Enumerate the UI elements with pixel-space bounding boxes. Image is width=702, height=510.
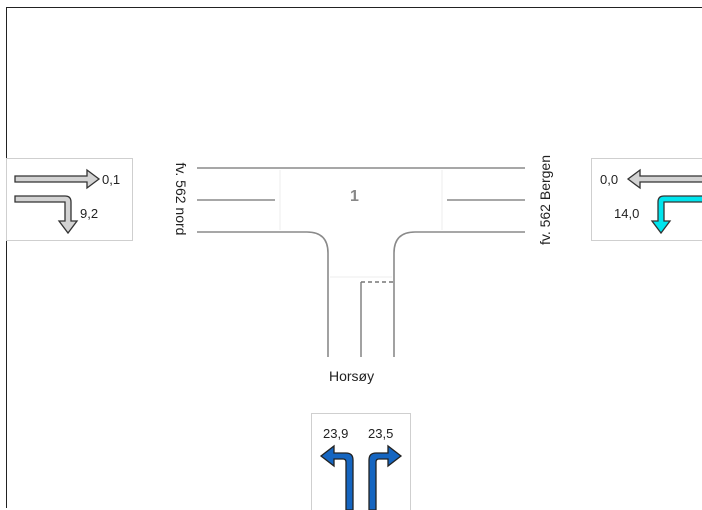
approach-panel-west: 0,1 9,2 [6, 158, 133, 241]
right-turn-arrow-icon [368, 444, 403, 510]
road-label-west: fv. 562 nord [173, 162, 189, 236]
approach-panel-south: 23,9 23,5 [311, 413, 411, 510]
straight-arrow-icon [14, 168, 101, 190]
east-turn-arrows [626, 168, 702, 235]
diagram-frame [6, 7, 702, 508]
south-right-value: 23,5 [368, 426, 394, 441]
intersection-node-id: 1 [350, 188, 359, 205]
road-label-south: Horsøy [329, 368, 375, 384]
west-right-value: 9,2 [80, 206, 99, 221]
east-left-value: 14,0 [614, 206, 640, 221]
approach-panel-east: 0,0 14,0 [591, 158, 702, 241]
right-turn-arrow-icon [14, 195, 79, 235]
west-turn-arrows [14, 168, 101, 235]
road-edge-southwest [197, 231, 329, 357]
east-straight-value: 0,0 [600, 172, 619, 187]
road-label-east: fv. 562 Bergen [537, 154, 553, 246]
west-straight-value: 0,1 [102, 172, 121, 187]
road-edge-southeast [393, 231, 525, 357]
straight-arrow-icon [626, 168, 702, 190]
south-turn-arrows [319, 444, 403, 510]
left-turn-arrow-icon [650, 195, 702, 235]
south-left-value: 23,9 [323, 426, 349, 441]
